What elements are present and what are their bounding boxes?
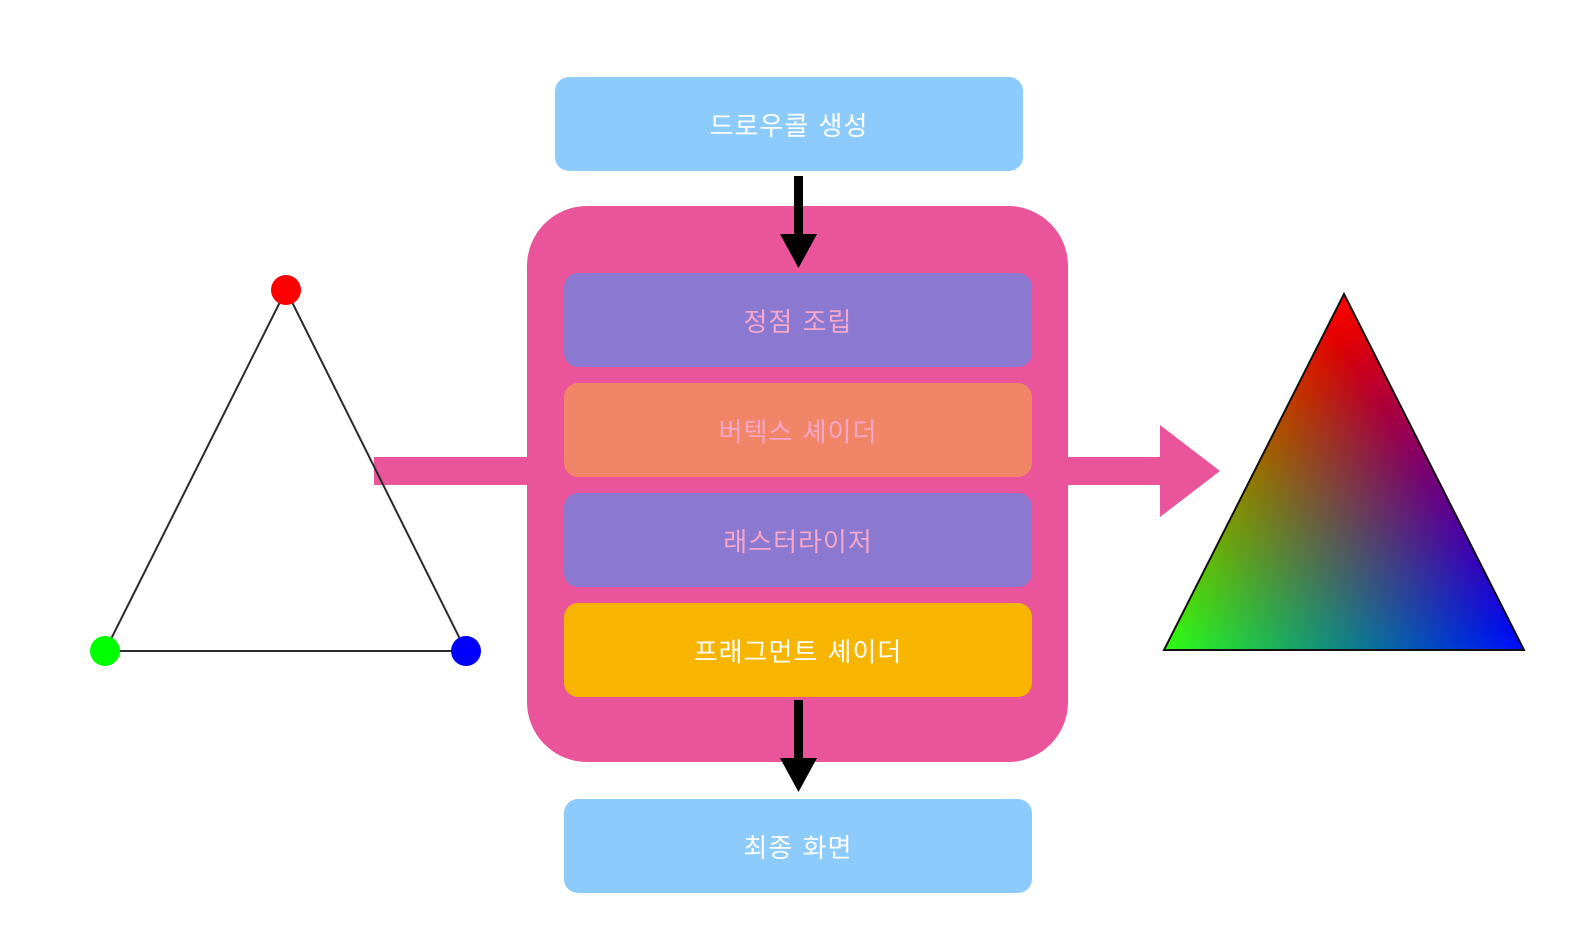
draw-call-box: 드로우콜 생성: [555, 77, 1023, 171]
green-vertex-dot: [90, 636, 120, 666]
blue-vertex-dot: [451, 636, 481, 666]
output-flow-arrow: [1064, 425, 1220, 517]
red-vertex-dot: [271, 275, 301, 305]
draw-call-label: 드로우콜 생성: [709, 111, 869, 142]
stage-rasterizer-label: 래스터라이저: [723, 527, 873, 558]
input-flow-arrow: [374, 457, 530, 485]
wireframe-triangle-icon: [90, 275, 481, 666]
stage-vertex-assembly: 정점 조립: [564, 273, 1032, 367]
rgb-triangle-outline: [1162, 291, 1526, 651]
final-screen-box: 최종 화면: [564, 799, 1032, 893]
final-screen-label: 최종 화면: [743, 833, 853, 864]
rgb-gradient-triangle-icon: [1162, 291, 1526, 651]
stage-vertex-assembly-label: 정점 조립: [743, 307, 853, 338]
stage-rasterizer: 래스터라이저: [564, 493, 1032, 587]
stage-vertex-shader-label: 버텍스 셰이더: [718, 417, 878, 448]
stage-fragment-shader: 프래그먼트 셰이더: [564, 603, 1032, 697]
wireframe-triangle-outline: [103, 287, 468, 652]
stage-vertex-shader: 버텍스 셰이더: [564, 383, 1032, 477]
stage-fragment-shader-label: 프래그먼트 셰이더: [693, 637, 903, 668]
